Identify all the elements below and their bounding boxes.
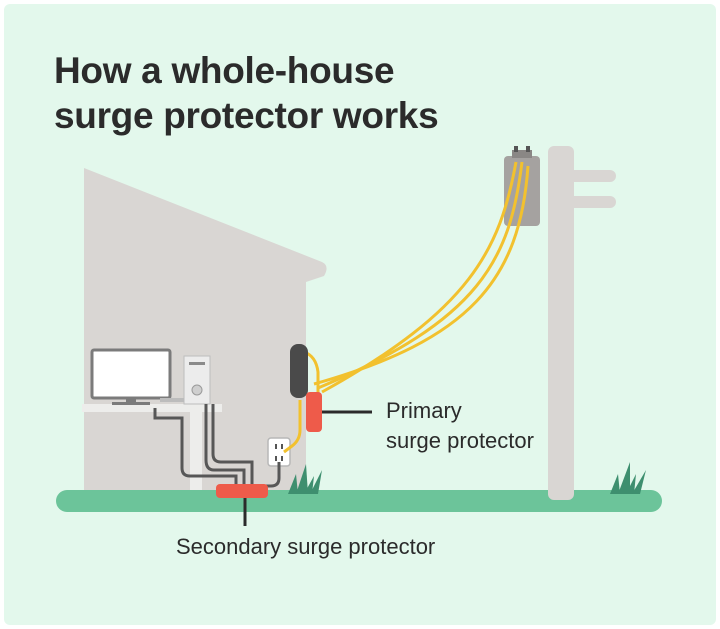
wall-outlet-icon [267, 437, 291, 467]
house-wall [84, 168, 327, 496]
transformer-terminal [526, 146, 530, 152]
grass-icon [288, 464, 322, 494]
primary-surge-protector [306, 392, 322, 432]
monitor-icon [90, 348, 172, 400]
monitor-base [112, 402, 150, 405]
diagram-title: How a whole-house surge protector works [54, 48, 439, 138]
grass-icon [610, 462, 646, 494]
service-wire [321, 161, 518, 394]
ground-strip [56, 490, 662, 512]
primary-surge-protector-label: Primary surge protector [386, 396, 534, 456]
utility-pole [548, 146, 574, 500]
device-cable [204, 404, 246, 488]
secondary-surge-protector-label: Secondary surge protector [176, 534, 436, 559]
electric-meter-icon [290, 344, 308, 398]
secondary-surge-protector [216, 484, 268, 498]
outlet-slot [275, 456, 277, 461]
primary-label-line-1: Primary [386, 398, 462, 423]
title-line-2: surge protector works [54, 95, 439, 136]
service-wire [313, 165, 530, 386]
title-line-1: How a whole-house [54, 50, 395, 91]
pole-crossarm [548, 170, 616, 182]
tower-slot [189, 362, 205, 365]
transformer-terminal [514, 146, 518, 152]
outlet-slot [275, 444, 277, 449]
outlet-cable [266, 462, 281, 488]
house-wire [283, 400, 302, 454]
desk-top [82, 404, 222, 412]
keyboard [160, 398, 186, 402]
monitor-stand [126, 398, 136, 403]
primary-label-line-2: surge protector [386, 428, 534, 453]
device-cable [211, 404, 254, 488]
outlet-slot [281, 456, 283, 461]
tower-button [191, 384, 203, 396]
outlet-slot [281, 444, 283, 449]
device-cable [153, 408, 238, 488]
service-wire [317, 161, 524, 390]
pole-crossarm [548, 196, 616, 208]
transformer-top [512, 150, 532, 158]
desk-leg [190, 412, 202, 498]
